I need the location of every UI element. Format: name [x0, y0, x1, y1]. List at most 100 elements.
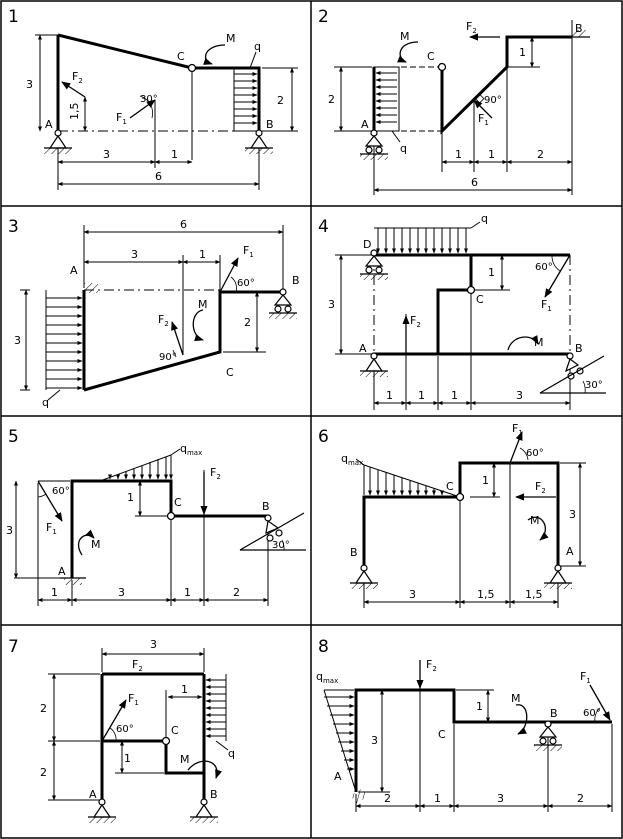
label-F1: F1	[243, 244, 254, 259]
dim-3: 3	[150, 638, 157, 651]
panel-number: 8	[318, 637, 329, 657]
panel-5: 5	[6, 427, 306, 606]
angle-label: 60°	[116, 724, 134, 735]
dim-3: 3	[497, 792, 504, 805]
dim-1: 1	[455, 148, 462, 161]
dim-1: 1	[434, 792, 441, 805]
panel-number: 1	[8, 7, 19, 27]
label-M: M	[534, 336, 544, 349]
panel-number: 2	[318, 7, 329, 27]
dim-3: 3	[103, 148, 110, 161]
label-M: M	[198, 298, 208, 311]
label-M: M	[226, 32, 236, 45]
pin-support	[350, 564, 378, 589]
label-C: C	[171, 724, 179, 737]
label-B: B	[575, 22, 583, 35]
roller-support	[269, 288, 297, 319]
label-C: C	[177, 50, 185, 63]
dim-3: 3	[131, 248, 138, 261]
label-F2: F2	[132, 658, 143, 673]
label-F1: F1	[512, 422, 523, 437]
dim-1: 1	[476, 700, 483, 713]
angle-label: 60°	[237, 278, 255, 289]
panel-number: 4	[318, 217, 329, 237]
label-F2: F2	[410, 314, 421, 329]
pin-support	[245, 129, 273, 154]
dim-1: 1	[418, 389, 425, 402]
dim-1-5: 1,5	[68, 103, 81, 121]
dim-1: 1	[124, 752, 131, 765]
label-A: A	[45, 118, 53, 131]
angle-label: 60°	[583, 708, 601, 719]
label-F2: F2	[72, 70, 83, 85]
angle-label: 90°	[484, 95, 502, 106]
dim-3: 3	[26, 78, 33, 91]
dim-2: 2	[577, 792, 584, 805]
pin-support	[190, 798, 218, 823]
panel-number: 6	[318, 427, 329, 447]
dim-1: 1	[171, 148, 178, 161]
angle-label: 60°	[535, 262, 553, 273]
label-q: q	[42, 396, 49, 409]
label-F2: F2	[426, 658, 437, 673]
angle-label: 60°	[52, 486, 70, 497]
dim-1: 1	[519, 46, 526, 59]
label-q: q	[481, 212, 488, 225]
roller-support	[360, 249, 388, 280]
dim-6: 6	[180, 218, 187, 231]
label-A: A	[359, 342, 367, 355]
label-C: C	[476, 293, 484, 306]
label-C: C	[427, 50, 435, 63]
angle-label: 30°	[140, 94, 158, 105]
panel-3: 3	[8, 217, 300, 409]
label-B: B	[262, 500, 270, 513]
panel-number: 3	[8, 217, 19, 237]
dim-1: 1	[482, 474, 489, 487]
dim-2: 2	[40, 766, 47, 779]
dim-2: 2	[244, 316, 251, 329]
panel-2: 2	[318, 7, 590, 195]
label-q: q	[254, 40, 261, 53]
roller-support	[360, 129, 388, 160]
label-qmax: qmax	[316, 670, 338, 685]
dim-1: 1	[488, 148, 495, 161]
dim-6: 6	[155, 170, 162, 183]
angle-label: 90°	[159, 352, 177, 363]
pin-support	[44, 129, 72, 154]
dim-2: 2	[328, 93, 335, 106]
label-F1: F1	[541, 298, 552, 313]
dim-2: 2	[233, 586, 240, 599]
label-A: A	[566, 545, 574, 558]
pin-support	[360, 352, 388, 377]
dim-1-5: 1,5	[477, 588, 495, 601]
label-F2: F2	[466, 20, 477, 35]
label-C: C	[226, 366, 234, 379]
label-M: M	[91, 538, 101, 551]
dim-2: 2	[40, 702, 47, 715]
label-M: M	[180, 753, 190, 766]
label-F1: F1	[478, 112, 489, 127]
angle-label: 30°	[272, 540, 290, 551]
label-M: M	[511, 692, 521, 705]
panel-1: 1	[8, 7, 298, 190]
dim-1: 1	[451, 389, 458, 402]
label-B: B	[292, 274, 300, 287]
label-D: D	[363, 238, 371, 251]
label-F1: F1	[580, 670, 591, 685]
dim-2: 2	[277, 94, 284, 107]
dim-3: 3	[371, 734, 378, 747]
dim-3: 3	[569, 508, 576, 521]
label-C: C	[174, 496, 182, 509]
label-F1: F1	[46, 521, 57, 536]
pin-support	[544, 564, 572, 589]
label-qmax: qmax	[180, 442, 202, 457]
angle-label: 30°	[585, 380, 603, 391]
label-F2: F2	[535, 480, 546, 495]
label-B: B	[575, 342, 583, 355]
dim-2: 2	[537, 148, 544, 161]
dim-1: 1	[386, 389, 393, 402]
roller-support-inclined	[239, 512, 306, 551]
label-qmax: qmax	[341, 452, 363, 467]
dim-1: 1	[184, 586, 191, 599]
